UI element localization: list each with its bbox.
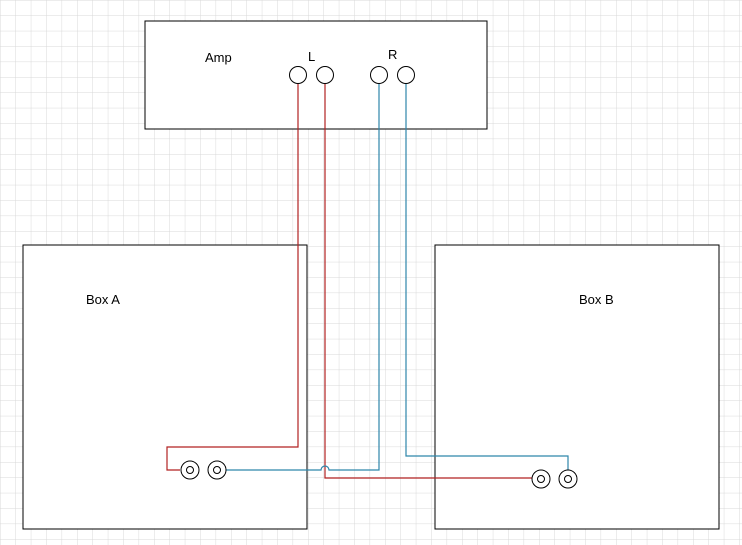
- box-b-terminal-1: [531, 469, 551, 489]
- amp-label: Amp: [205, 50, 232, 65]
- amp-right-terminal-1: [370, 66, 388, 84]
- right-wire-to-box-b: [405, 83, 569, 470]
- left-wire-to-box-b: [324, 83, 532, 479]
- box-b-terminal-2: [558, 469, 578, 489]
- amp-left-terminal-1: [289, 66, 307, 84]
- box-a-terminal-1: [180, 460, 200, 480]
- amp-right-label: R: [388, 47, 397, 62]
- box-a-terminal-2: [207, 460, 227, 480]
- box-a: [22, 244, 308, 530]
- box-a-label: Box A: [86, 292, 120, 307]
- right-wire-to-box-a: [226, 83, 380, 471]
- left-wire-to-box-a: [166, 83, 299, 471]
- box-b-label: Box B: [579, 292, 614, 307]
- amp-right-terminal-2: [397, 66, 415, 84]
- amp-left-label: L: [308, 49, 315, 64]
- box-b: [434, 244, 720, 530]
- amp-left-terminal-2: [316, 66, 334, 84]
